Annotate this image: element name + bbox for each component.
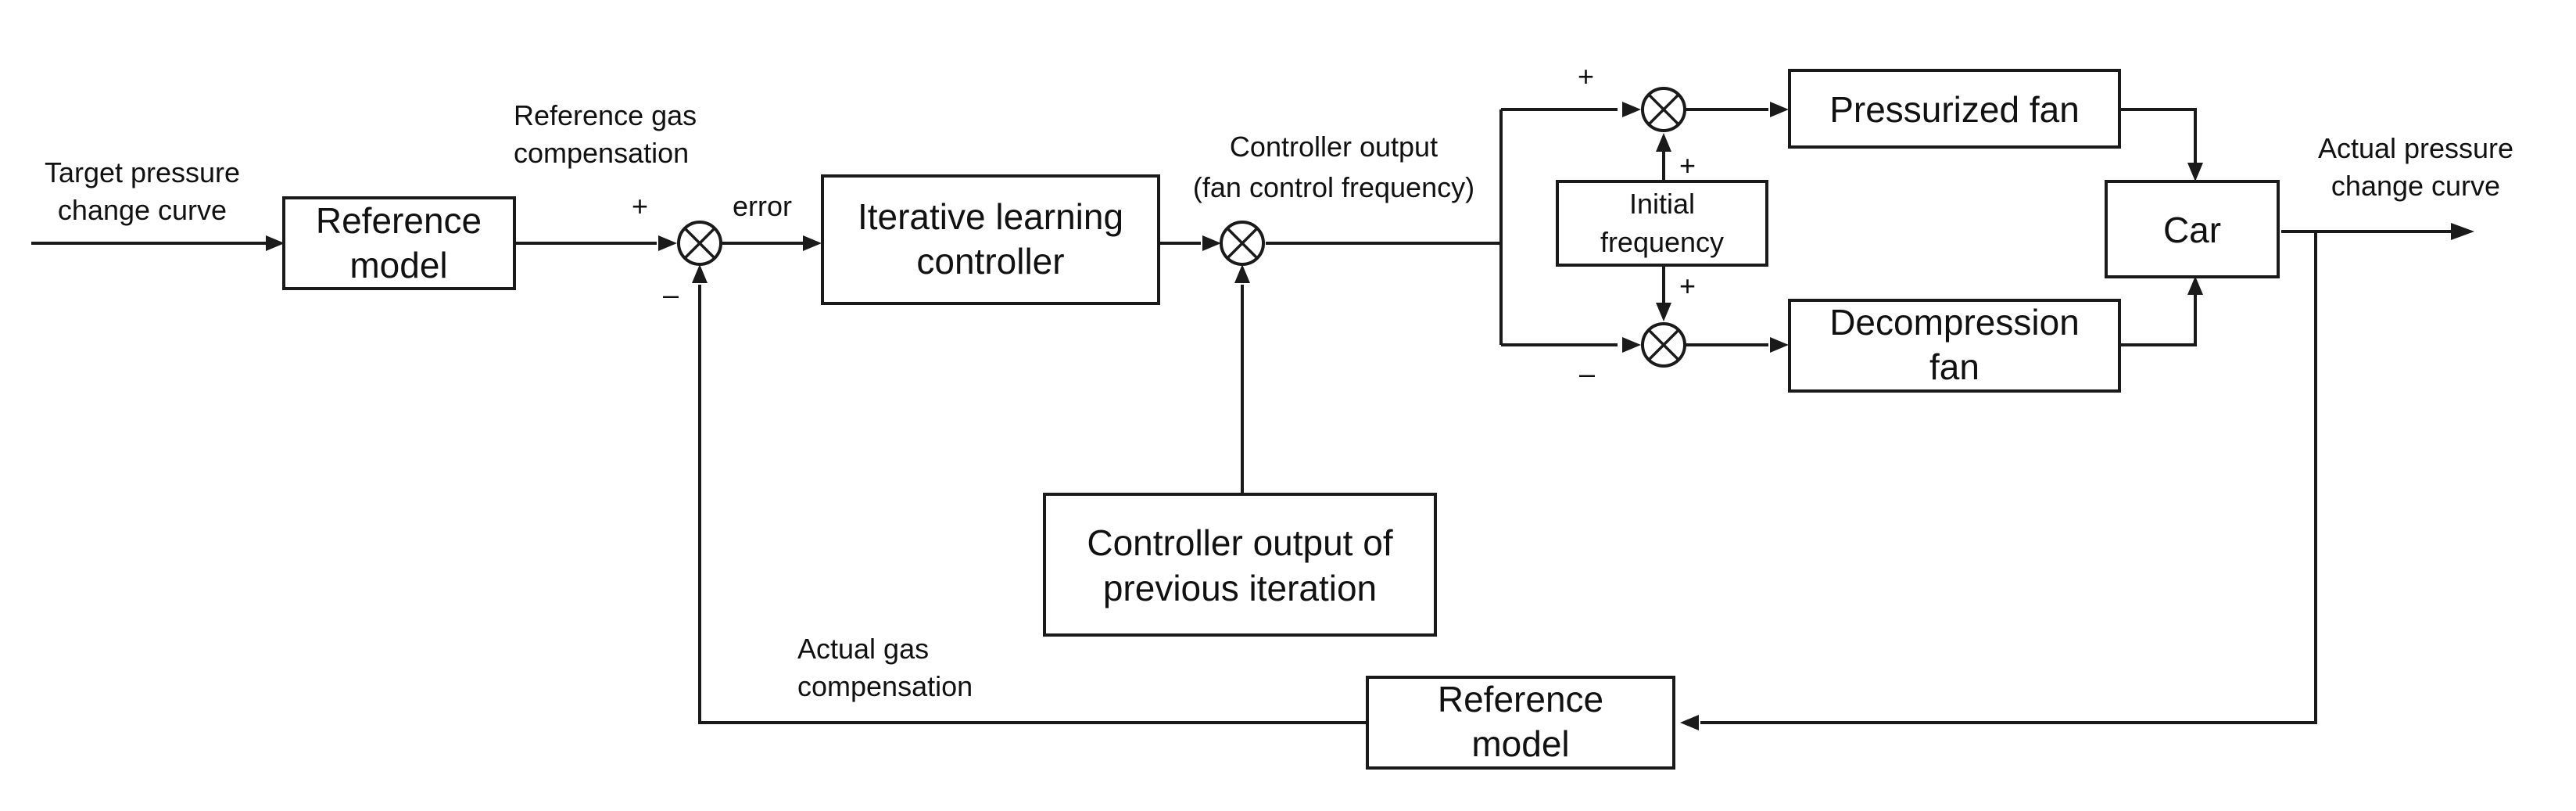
summing-junction-pressurize <box>1641 87 1686 132</box>
arrow-to-reference-model <box>266 235 285 251</box>
arrow-output <box>2451 223 2474 240</box>
arrow-to-reference-model-bottom <box>1680 715 1699 730</box>
arrow-to-ilc <box>803 235 822 251</box>
block-label: frequency <box>1600 226 1724 258</box>
decompression-fan-block: Decompression fan <box>1788 299 2121 393</box>
reference-model-block: Reference model <box>282 196 516 290</box>
block-label: model <box>349 245 447 285</box>
block-label: Decompression <box>1829 302 2080 343</box>
label-line: Reference gas <box>514 99 697 131</box>
arrow-to-sum2 <box>1202 235 1221 251</box>
error-label: error <box>733 190 792 222</box>
block-label: Controller output of <box>1087 522 1392 563</box>
block-label: fan <box>1929 346 1979 387</box>
block-label: Iterative learning <box>858 196 1123 237</box>
iterative-learning-controller-block: Iterative learning controller <box>821 174 1160 305</box>
previous-iteration-output-block: Controller output of previous iteration <box>1043 493 1437 637</box>
initial-frequency-block: Initial frequency <box>1556 180 1768 267</box>
actual-pressure-label: Actual pressure change curve <box>2318 132 2513 202</box>
arrow-decompression-to-car <box>2187 276 2203 295</box>
label-line: compensation <box>514 137 689 169</box>
arrow-initial-to-bottom-sum <box>1656 303 1671 321</box>
sum1-plus-sign: + <box>632 190 648 222</box>
block-label: Car <box>2163 210 2221 250</box>
target-pressure-label: Target pressure change curve <box>45 156 240 226</box>
summing-junction-controller <box>1220 221 1265 266</box>
label-line: Target pressure <box>45 156 240 188</box>
label-line: Actual gas <box>797 633 929 665</box>
pressurize-initial-plus-sign: + <box>1679 149 1696 181</box>
arrow-pressurized-to-car <box>2187 163 2203 181</box>
block-label: Reference <box>1438 679 1603 719</box>
summing-junction-error <box>677 221 722 266</box>
arrow-prev-to-sum2 <box>1234 264 1250 283</box>
decompress-initial-plus-sign: + <box>1679 270 1696 302</box>
arrow-to-sum1 <box>658 235 677 251</box>
summing-junction-decompress <box>1641 322 1686 368</box>
decompress-minus-sign: – <box>1579 357 1595 389</box>
arrow-to-bottom-sum <box>1622 337 1641 353</box>
label-line: Controller output <box>1230 131 1438 163</box>
label-line: compensation <box>797 670 973 702</box>
label-line: Actual pressure <box>2318 132 2513 164</box>
arrow-to-decompression-fan <box>1770 337 1789 353</box>
actual-gas-label: Actual gas compensation <box>797 633 973 702</box>
arrow-initial-to-top-sum <box>1656 133 1671 152</box>
label-line: change curve <box>58 194 227 226</box>
block-label: Pressurized fan <box>1829 89 2080 130</box>
block-label: Initial <box>1629 188 1695 220</box>
label-line: (fan control frequency) <box>1193 171 1474 203</box>
pressurized-fan-block: Pressurized fan <box>1788 69 2121 149</box>
sum1-minus-sign: – <box>663 278 679 310</box>
controller-output-label: Controller output (fan control frequency… <box>1193 131 1474 203</box>
block-label: controller <box>916 241 1064 282</box>
arrowheads <box>266 102 2474 730</box>
signal-wires <box>31 108 2451 724</box>
reference-model-feedback-block: Reference model <box>1366 676 1675 770</box>
arrow-to-top-sum <box>1622 102 1641 117</box>
block-label: previous iteration <box>1103 568 1377 608</box>
arrow-to-pressurized-fan <box>1770 102 1789 117</box>
label-line: change curve <box>2331 170 2500 202</box>
block-label: model <box>1471 723 1569 764</box>
car-block: Car <box>2105 180 2280 278</box>
block-label: Reference <box>316 200 482 241</box>
reference-gas-label: Reference gas compensation <box>514 99 697 169</box>
arrow-feedback-to-sum1 <box>692 264 708 283</box>
pressurize-plus-sign: + <box>1578 60 1594 92</box>
